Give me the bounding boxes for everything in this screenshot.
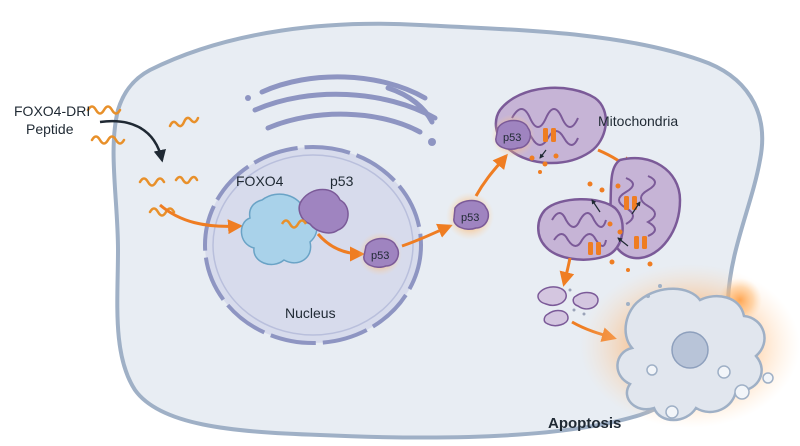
peptide-helix-icon xyxy=(86,105,200,217)
debris-dots xyxy=(568,288,586,316)
p53-cytoplasm: p53 xyxy=(446,192,494,240)
curved-arrow-icon xyxy=(316,233,365,262)
release-arrow xyxy=(617,237,629,247)
peptide-helix-icon xyxy=(280,219,308,229)
p53-released: p53 xyxy=(358,232,402,276)
mitochondria-label: Mitochondria xyxy=(598,113,678,129)
p53-tag: p53 xyxy=(503,132,521,144)
release-arrow xyxy=(631,201,641,215)
foxo4-label: FOXO4 xyxy=(236,173,284,189)
curved-arrow-icon xyxy=(401,223,453,248)
p53-mitochondrial: p53 xyxy=(491,114,535,158)
nucleus-label: Nucleus xyxy=(285,305,336,321)
p53-tag: p53 xyxy=(461,212,479,224)
pore-icon xyxy=(588,242,601,255)
release-arrow xyxy=(539,149,547,159)
apoptotic-cell xyxy=(580,264,800,428)
release-arrow xyxy=(591,199,601,213)
er-vesicle xyxy=(245,95,251,101)
fragmented-mitochondria xyxy=(537,286,599,327)
p53-tag: p53 xyxy=(371,250,389,262)
pore-icon xyxy=(624,196,647,249)
p53-bound-protein xyxy=(298,188,349,234)
curved-arrow-icon xyxy=(474,153,508,197)
endoplasmic-reticulum xyxy=(252,74,438,135)
curved-arrow-icon xyxy=(559,257,575,287)
mitochondrion xyxy=(608,156,682,260)
mitochondrion xyxy=(537,198,624,261)
cytochrome-dot-icon xyxy=(529,153,559,174)
cytochrome-dot-icon xyxy=(587,181,653,272)
pore-icon xyxy=(543,128,556,142)
p53-label: p53 xyxy=(330,173,354,189)
peptide-label-line2: Peptide xyxy=(26,121,74,137)
nucleus xyxy=(203,145,423,345)
curved-arrow-icon xyxy=(159,203,243,235)
peptide-label-line1: FOXO4-DRI xyxy=(14,103,90,119)
er-vesicle xyxy=(428,138,436,146)
apoptosis-label: Apoptosis xyxy=(548,415,621,432)
curved-arrow-icon xyxy=(99,119,166,163)
